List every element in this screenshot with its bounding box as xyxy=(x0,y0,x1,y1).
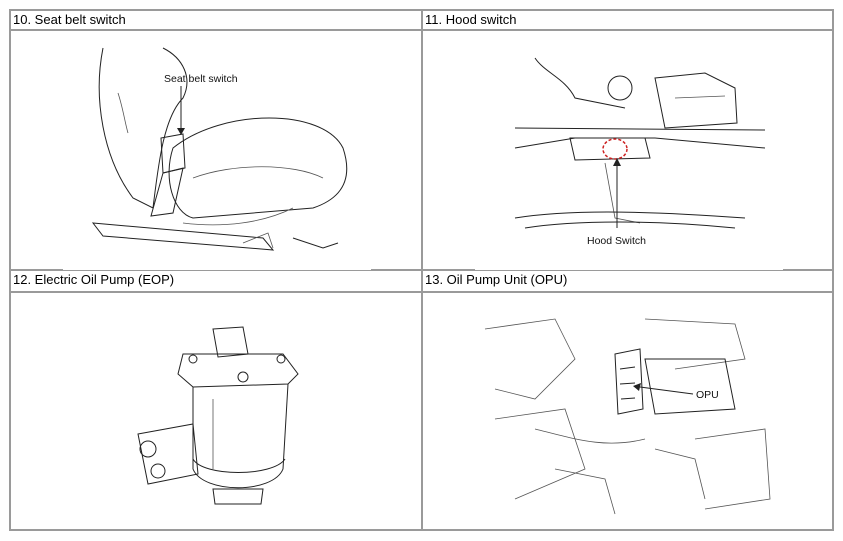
electric-oil-pump-illustration xyxy=(63,299,371,529)
cell-header-hood-switch: 11. Hood switch xyxy=(425,12,517,27)
opu-callout: OPU xyxy=(696,389,719,401)
hood-switch-illustration: Hood Switch xyxy=(475,38,783,270)
cell-header-oil-pump-unit: 13. Oil Pump Unit (OPU) xyxy=(425,272,568,287)
cell-header-seat-belt-switch: 10. Seat belt switch xyxy=(13,12,126,27)
row-divider xyxy=(11,29,832,31)
seat-belt-switch-callout: Seat belt switch xyxy=(164,73,238,85)
seat-belt-switch-illustration: Seat belt switch xyxy=(63,38,371,270)
row-divider xyxy=(11,291,832,293)
row-divider xyxy=(11,269,832,271)
component-table: 10. Seat belt switch 11. Hood switch 12.… xyxy=(9,9,834,531)
oil-pump-unit-illustration: OPU xyxy=(475,299,783,529)
hood-switch-callout: Hood Switch xyxy=(587,235,646,247)
cell-header-electric-oil-pump: 12. Electric Oil Pump (EOP) xyxy=(13,272,175,287)
